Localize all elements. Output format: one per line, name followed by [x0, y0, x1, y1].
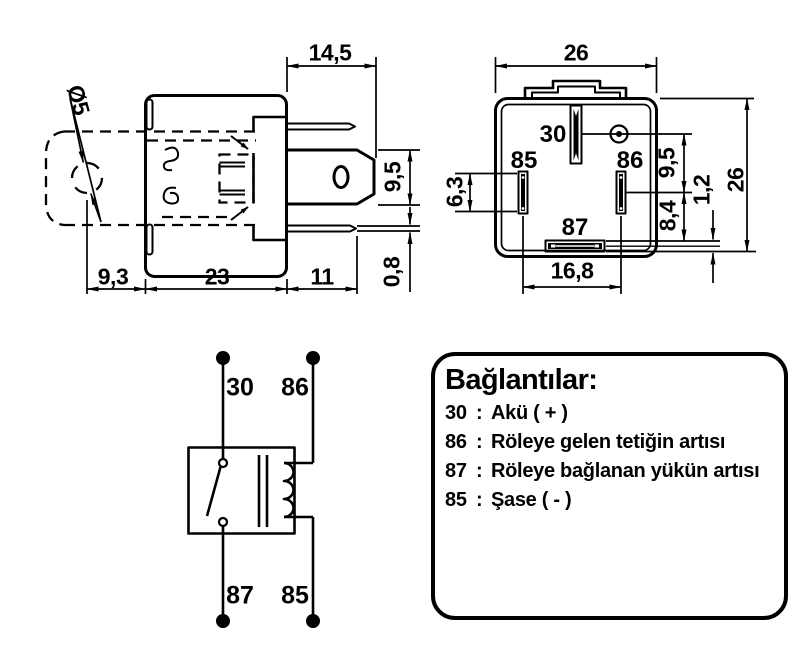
pin-87-slot — [544, 239, 606, 253]
relay-body-outline — [144, 94, 288, 278]
schematic-pin-30-label: 30 — [226, 373, 254, 402]
switch-contact-top — [217, 457, 229, 469]
dim-26-top-label: 26 — [563, 39, 589, 66]
terminal-hole — [332, 165, 350, 189]
dim-6-3-lines — [455, 172, 517, 213]
legend-description: Akü ( + ) — [491, 402, 568, 424]
schematic-pin-86-label: 86 — [281, 373, 309, 402]
dim-9-5-8-4-lines — [582, 133, 692, 242]
switch-blade — [205, 466, 222, 517]
spade-terminal — [287, 148, 376, 206]
dim-14-5-lines — [286, 57, 377, 158]
dim-11-label: 11 — [310, 263, 334, 290]
side-view-drawing — [44, 57, 420, 294]
legend-separator: : — [476, 460, 483, 482]
legend-item-30: 30 : Akü ( + ) — [445, 402, 784, 431]
dim-14-5-label: 14,5 — [308, 39, 352, 66]
dim-9-5-lines — [378, 149, 420, 206]
dim-9-5-side-label: 9,5 — [379, 161, 406, 193]
legend-item-85: 85 : Şase ( - ) — [445, 489, 784, 518]
dim-26-right-lines — [660, 97, 754, 252]
dim-bottom-chain-lines — [86, 200, 358, 294]
pin-85-label: 85 — [510, 147, 538, 174]
legend-pin-number: 85 — [445, 489, 467, 511]
dim-9-5-bottom-label: 9,5 — [653, 147, 680, 179]
relay-base-outline — [494, 97, 658, 258]
internal-lead-bottom — [230, 206, 249, 221]
pin-87-label: 87 — [561, 214, 589, 241]
internal-coil-block — [218, 153, 255, 204]
legend-items: 30 : Akü ( + ) 86 : Röleye gelen tetiğin… — [435, 402, 784, 518]
dim-0-8-lines — [357, 207, 420, 292]
body-rib-bottom — [145, 223, 154, 256]
small-pin-bottom — [287, 224, 357, 233]
legend-separator: : — [476, 402, 483, 424]
legend-separator: : — [476, 489, 483, 511]
pin-30-label: 30 — [539, 121, 567, 148]
legend-description: Röleye bağlanan yükün artısı — [491, 460, 760, 482]
legend-description: Röleye gelen tetiğin artısı — [491, 431, 726, 453]
top-tab-inner — [531, 85, 621, 97]
schematic-pin-87-label: 87 — [226, 581, 254, 610]
internal-bracket-bottom — [252, 226, 287, 242]
schematic-pin-85-label: 85 — [281, 581, 309, 610]
pin-86-label: 86 — [616, 147, 644, 174]
dim-23-label: 23 — [204, 263, 230, 290]
pin-30-slot — [569, 104, 583, 165]
schematic-drawing — [187, 351, 320, 628]
legend-separator: : — [476, 431, 483, 453]
mount-tab-outline — [44, 130, 65, 227]
internal-lead-top — [230, 135, 249, 150]
dim-26-right-label: 26 — [722, 167, 749, 193]
bottom-view-drawing — [455, 57, 756, 294]
dim-9-3-label: 9,3 — [97, 263, 129, 290]
dim-16-8-lines — [522, 216, 622, 294]
relay-symbol-box — [187, 446, 296, 535]
legend-item-87: 87 : Röleye bağlanan yükün artısı — [445, 460, 784, 489]
dim-0-8-label: 0,8 — [378, 256, 405, 288]
dim-16-8-label: 16,8 — [550, 257, 594, 284]
internal-bracket-top — [252, 115, 287, 131]
switch-contact-bottom — [217, 516, 229, 528]
small-pin-top — [287, 122, 356, 131]
dim-8-4-label: 8,4 — [654, 200, 681, 232]
pin-86-slot — [615, 170, 627, 215]
top-tab-outer — [523, 79, 628, 97]
legend-pin-number: 87 — [445, 460, 467, 482]
legend-description: Şase ( - ) — [491, 489, 572, 511]
pin-85-slot — [517, 170, 529, 215]
dim-6-3-label: 6,3 — [441, 176, 468, 208]
dim-26-top-lines — [494, 57, 658, 93]
contact-spring-bottom — [162, 186, 180, 205]
contact-spring-top — [162, 146, 180, 172]
dim-1-2-label: 1,2 — [688, 174, 715, 206]
legend-item-86: 86 : Röleye gelen tetiğin artısı — [445, 431, 784, 460]
mount-hole — [70, 161, 104, 195]
legend-pin-number: 30 — [445, 402, 467, 424]
legend-title: Bağlantılar: — [445, 364, 598, 396]
body-rib-top — [145, 98, 154, 131]
dim-1-2-lines — [606, 210, 756, 283]
dim-hole-leader — [69, 97, 102, 223]
legend-box: Bağlantılar: 30 : Akü ( + ) 86 : Röleye … — [431, 352, 788, 620]
coil-windings — [282, 461, 295, 519]
legend-pin-number: 86 — [445, 431, 467, 453]
